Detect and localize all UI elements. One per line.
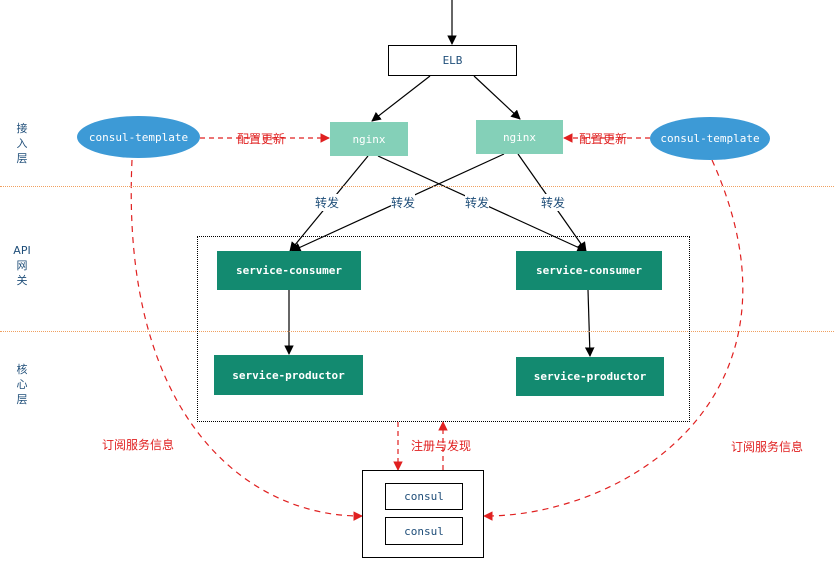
elb-label: ELB (442, 54, 463, 67)
service-consumer-label: service-consumer (236, 264, 342, 277)
service-productor-label: service-productor (232, 368, 345, 382)
consul-template-right-node[interactable]: consul-template (650, 117, 770, 160)
layer-char: 入 (16, 137, 28, 150)
edge-label-forward-2: 转发 (391, 194, 416, 211)
edge-label-forward-4: 转发 (541, 194, 566, 211)
consul-label: consul (404, 524, 444, 538)
nginx-left-node[interactable]: nginx (330, 122, 408, 156)
edge-subscribe-left (130, 159, 363, 521)
layer-separator-2 (0, 331, 834, 332)
service-productor-right-node[interactable]: service-productor (516, 357, 664, 396)
elb-node[interactable]: ELB (388, 45, 517, 76)
layer-char: 关 (16, 274, 28, 287)
consul-label: consul (404, 490, 444, 503)
layer-char: 层 (16, 152, 28, 165)
layer-char: 层 (16, 393, 28, 406)
edge-label-config-update-left: 配置更新 (237, 132, 286, 146)
service-productor-label: service-productor (533, 370, 647, 383)
consul-template-label: consul-template (88, 130, 189, 144)
edge-elb-nginx-left (371, 75, 431, 122)
edge-label-subscribe-right: 订阅服务信息 (731, 440, 804, 454)
layer-char: 核 (16, 363, 28, 376)
layer-label-access: 接 入 层 (15, 121, 29, 166)
edge-label-forward-1: 转发 (315, 194, 340, 211)
service-consumer-right-node[interactable]: service-consumer (516, 251, 662, 290)
service-cluster-box (197, 236, 690, 422)
layer-label-gateway: API 网 关 (11, 243, 33, 288)
layer-char: 接 (16, 122, 28, 135)
service-consumer-left-node[interactable]: service-consumer (217, 251, 361, 290)
layer-char: API (13, 244, 31, 257)
consul-node-1[interactable]: consul (385, 483, 463, 510)
edge-label-config-update-right: 配置更新 (579, 132, 628, 146)
nginx-label: nginx (352, 132, 386, 146)
layer-label-core: 核 心 层 (15, 362, 29, 407)
service-productor-left-node[interactable]: service-productor (214, 355, 363, 395)
edge-elb-nginx-right (473, 75, 521, 120)
edge-label-register-discovery: 注册与发现 (411, 439, 472, 453)
consul-template-label: consul-template (660, 132, 760, 145)
service-consumer-label: service-consumer (536, 264, 642, 277)
edge-label-subscribe-left: 订阅服务信息 (102, 438, 175, 452)
edge-subscribe-right (483, 159, 744, 521)
edge-label-forward-3: 转发 (465, 194, 490, 211)
nginx-label: nginx (502, 130, 537, 144)
layer-char: 心 (16, 378, 28, 391)
edge-consumer-productor-right (584, 289, 595, 357)
layer-separator-1 (0, 186, 834, 187)
nginx-right-node[interactable]: nginx (476, 120, 563, 154)
consul-template-left-node[interactable]: consul-template (77, 116, 200, 158)
consul-node-2[interactable]: consul (385, 517, 463, 545)
layer-char: 网 (16, 259, 28, 272)
